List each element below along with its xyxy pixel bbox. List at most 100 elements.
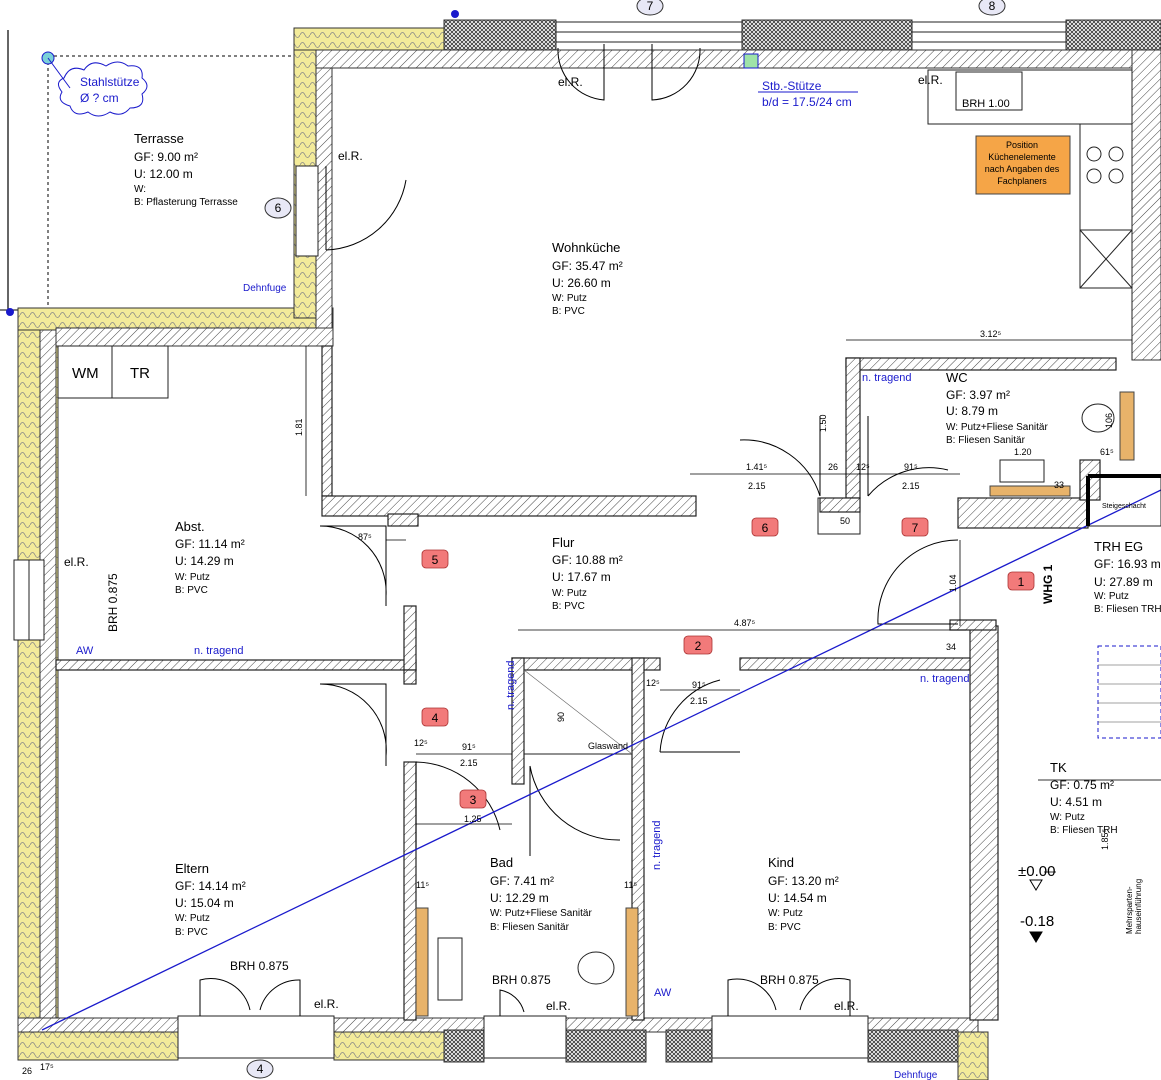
door-tag-6: 6	[762, 521, 769, 535]
room-w: W: Putz	[768, 908, 803, 919]
dimension-lines	[305, 339, 1132, 825]
room-u: U: 12.29 m	[490, 891, 549, 905]
room-u: U: 14.29 m	[175, 554, 234, 568]
room-u: U: 26.60 m	[552, 276, 611, 290]
n-tragend-label-1: n. tragend	[862, 372, 912, 384]
kitchen-note-line-1: Position	[1006, 140, 1038, 150]
room-w: W: Putz+Fliese Sanitär	[490, 908, 592, 919]
room-w: W: Putz	[175, 913, 210, 924]
dim-26-b: 26	[22, 1066, 32, 1076]
dim-104: 1.04	[948, 574, 958, 592]
axis-bubbles	[6, 0, 1006, 1079]
door-tag-labels: 1 2 3 4 5 6 7	[432, 521, 1025, 807]
room-u: U: 27.89 m	[1094, 575, 1153, 589]
room-w: W: Putz	[552, 293, 587, 304]
room-gf: GF: 13.20 m²	[768, 874, 839, 888]
room-u: U: 15.04 m	[175, 896, 234, 910]
elr-label-6: el.R.	[546, 999, 571, 1013]
elr-label-2: el.R.	[918, 73, 943, 87]
kitchen-note-line-3: nach Angaben des	[985, 164, 1060, 174]
dim-487: 4.87⁵	[734, 618, 756, 628]
kitchen-note-line-4: Fachplaners	[997, 176, 1047, 186]
elr-label-7: el.R.	[834, 999, 859, 1013]
room-gf: GF: 35.47 m²	[552, 259, 623, 273]
dim-61: 61⁵	[1100, 447, 1114, 457]
laundry-appliances	[57, 345, 169, 399]
dim-141: 1.41⁵	[746, 462, 768, 472]
stb-stuetze-dim: b/d = 17.5/24 cm	[762, 95, 852, 109]
room-kind: Kind GF: 13.20 m² U: 14.54 m W: Putz B: …	[768, 855, 839, 933]
room-b: B: PVC	[175, 927, 208, 938]
stb-stuetze-marker	[743, 53, 759, 69]
room-u: U: 8.79 m	[946, 404, 998, 418]
axis-labels: 7 8 6 4	[257, 0, 996, 1076]
brh-small-label: BRH 1.00	[962, 98, 1010, 110]
tr-label: TR	[130, 365, 150, 382]
room-w: W: Putz	[1050, 812, 1085, 823]
windows	[13, 21, 1067, 1059]
mehrsparten-label: Mehrsparten-	[1125, 886, 1134, 934]
aw-label-1: AW	[76, 645, 94, 657]
room-name: TK	[1050, 760, 1067, 775]
room-b: B: PVC	[175, 585, 208, 596]
door-tag-5: 5	[432, 553, 439, 567]
axis-marker-8: 8	[989, 0, 996, 13]
room-w: W: Putz	[175, 572, 210, 583]
interior-walls	[55, 345, 1117, 1021]
dim-215-c: 2.15	[460, 758, 478, 768]
elr-label-5: el.R.	[314, 997, 339, 1011]
room-b: B: Fliesen TRH	[1094, 604, 1161, 615]
dim-11-a: 11⁵	[416, 880, 429, 890]
door-tag-7: 7	[912, 521, 919, 535]
room-tk: TK GF: 0.75 m² U: 4.51 m W: Putz B: Flie…	[1050, 760, 1118, 836]
dim-185: 1.85⁵	[1100, 828, 1110, 850]
room-gf: GF: 3.97 m²	[946, 388, 1010, 402]
doors	[199, 44, 959, 1016]
annotation-labels: Stahlstütze Ø ? cm Stb.-Stütze b/d = 17.…	[64, 73, 1146, 1080]
dim-181: 1.81	[294, 418, 304, 436]
dehnfuge-label-2: Dehnfuge	[894, 1070, 938, 1080]
dim-17: 17⁵	[40, 1062, 54, 1072]
section-line	[41, 489, 1161, 1031]
dim-150: 1.50	[818, 414, 828, 432]
room-name: Kind	[768, 855, 794, 870]
room-name: Wohnküche	[552, 240, 620, 255]
dim-12-b: 12⁵	[414, 738, 428, 748]
aw-label-2: AW	[654, 987, 672, 999]
dim-33: 33	[1054, 480, 1064, 490]
dim-12-c: 12⁵	[646, 678, 660, 688]
room-gf: GF: 14.14 m²	[175, 879, 246, 893]
room-u: U: 14.54 m	[768, 891, 827, 905]
room-gf: GF: 7.41 m²	[490, 874, 554, 888]
room-b: B: PVC	[768, 922, 801, 933]
level-0-label: ±0.00	[1018, 863, 1055, 880]
room-b: B: PVC	[552, 601, 585, 612]
steigeschacht-label: Steigeschacht	[1102, 503, 1146, 510]
room-terrasse: Terrasse GF: 9.00 m² U: 12.00 m W: B: Pf…	[134, 131, 238, 208]
dim-120: 1.20	[1014, 447, 1032, 457]
door-tag-1: 1	[1018, 575, 1025, 589]
n-tragend-label-5: n. tragend	[651, 820, 663, 870]
n-tragend-label-4: n. tragend	[505, 660, 517, 710]
door-tag-3: 3	[470, 793, 477, 807]
room-name: Abst.	[175, 519, 205, 534]
door-tags	[421, 517, 1035, 809]
room-u: U: 12.00 m	[134, 167, 193, 181]
dim-215-b: 2.15	[902, 481, 920, 491]
room-eltern: Eltern GF: 14.14 m² U: 15.04 m W: Putz B…	[175, 861, 246, 938]
dim-215-d: 2.15	[690, 696, 708, 706]
dim-11-b: 11⁵	[624, 880, 637, 890]
dim-106: 106	[1104, 413, 1114, 428]
dim-12-a: 12⁵	[856, 462, 870, 472]
room-gf: GF: 16.93 m	[1094, 557, 1161, 571]
room-u: U: 17.67 m	[552, 570, 611, 584]
axis-marker-6: 6	[275, 201, 282, 215]
dim-34: 34	[946, 642, 956, 652]
room-name: Bad	[490, 855, 513, 870]
dimension-labels: 3.12⁵ 1.81 1.41⁵ 2.15 26 12⁵ 91⁵ 2.15 1.…	[22, 329, 1114, 1076]
room-b: B: Fliesen Sanitär	[490, 922, 570, 933]
room-name: TRH EG	[1094, 539, 1143, 554]
stb-stuetze-label: Stb.-Stütze	[762, 79, 822, 93]
room-u: U: 4.51 m	[1050, 795, 1102, 809]
room-flur: Flur GF: 10.88 m² U: 17.67 m W: Putz B: …	[552, 535, 623, 612]
